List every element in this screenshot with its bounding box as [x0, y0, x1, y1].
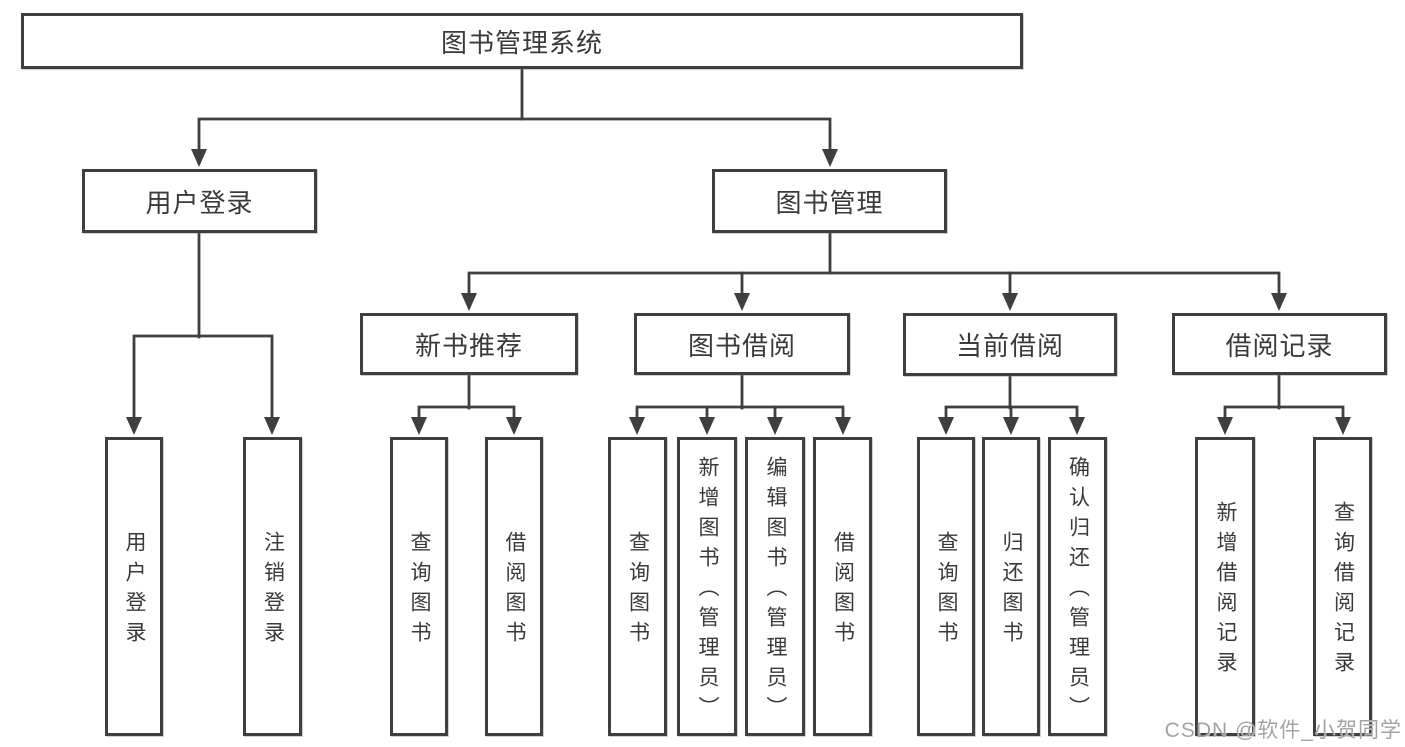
node-label: 借阅记录: [1225, 330, 1334, 361]
node-book-borrowing: 图书借阅: [634, 313, 850, 375]
node-label: 新增借阅记录: [1214, 501, 1237, 681]
leaf-borrow-books-2: 借阅图书: [813, 437, 872, 736]
node-label: 查询图书: [408, 531, 431, 651]
node-user-login: 用户登录: [82, 169, 317, 233]
leaf-add-book-admin: 新增图书（管理员）: [677, 437, 737, 736]
node-book-management: 图书管理: [712, 169, 947, 233]
node-label: 借阅图书: [503, 531, 526, 651]
leaf-return-book: 归还图书: [982, 437, 1040, 736]
node-label: 当前借阅: [955, 331, 1064, 361]
node-label: 新书推荐: [414, 330, 523, 361]
leaf-query-books-2: 查询图书: [608, 437, 667, 736]
node-label: 用户登录: [145, 187, 254, 218]
node-label: 注销登录: [261, 531, 285, 651]
node-root-library-system: 图书管理系统: [21, 13, 1023, 69]
node-label: 图书借阅: [687, 330, 796, 361]
leaf-confirm-return-admin: 确认归还（管理员）: [1048, 437, 1107, 736]
leaf-edit-book-admin: 编辑图书（管理员）: [745, 437, 805, 736]
leaf-user-login: 用户登录: [105, 437, 163, 736]
leaf-add-borrow-record: 新增借阅记录: [1195, 437, 1255, 736]
leaf-query-books-1: 查询图书: [390, 437, 448, 736]
node-label: 编辑图书（管理员）: [764, 456, 787, 726]
csdn-watermark: CSDN @软件_小贺同学: [1164, 719, 1402, 742]
node-label: 查询图书: [626, 531, 650, 651]
node-label: 借阅图书: [831, 531, 855, 651]
node-borrowing-records: 借阅记录: [1172, 313, 1387, 375]
leaf-query-books-3: 查询图书: [917, 437, 975, 736]
node-new-book-recommend: 新书推荐: [360, 313, 578, 375]
node-label: 归还图书: [1000, 531, 1023, 651]
node-label: 用户登录: [123, 531, 146, 651]
leaf-borrow-books-1: 借阅图书: [485, 437, 543, 736]
node-label: 确认归还（管理员）: [1066, 456, 1090, 726]
leaf-query-borrow-record: 查询借阅记录: [1313, 437, 1372, 736]
node-label: 查询借阅记录: [1331, 501, 1355, 681]
node-label: 图书管理: [775, 187, 884, 218]
node-label: 新增图书（管理员）: [696, 456, 719, 726]
node-label: 图书管理系统: [440, 27, 603, 58]
node-label: 查询图书: [935, 531, 958, 651]
node-current-borrowing: 当前借阅: [903, 313, 1117, 376]
leaf-logout: 注销登录: [243, 437, 302, 736]
